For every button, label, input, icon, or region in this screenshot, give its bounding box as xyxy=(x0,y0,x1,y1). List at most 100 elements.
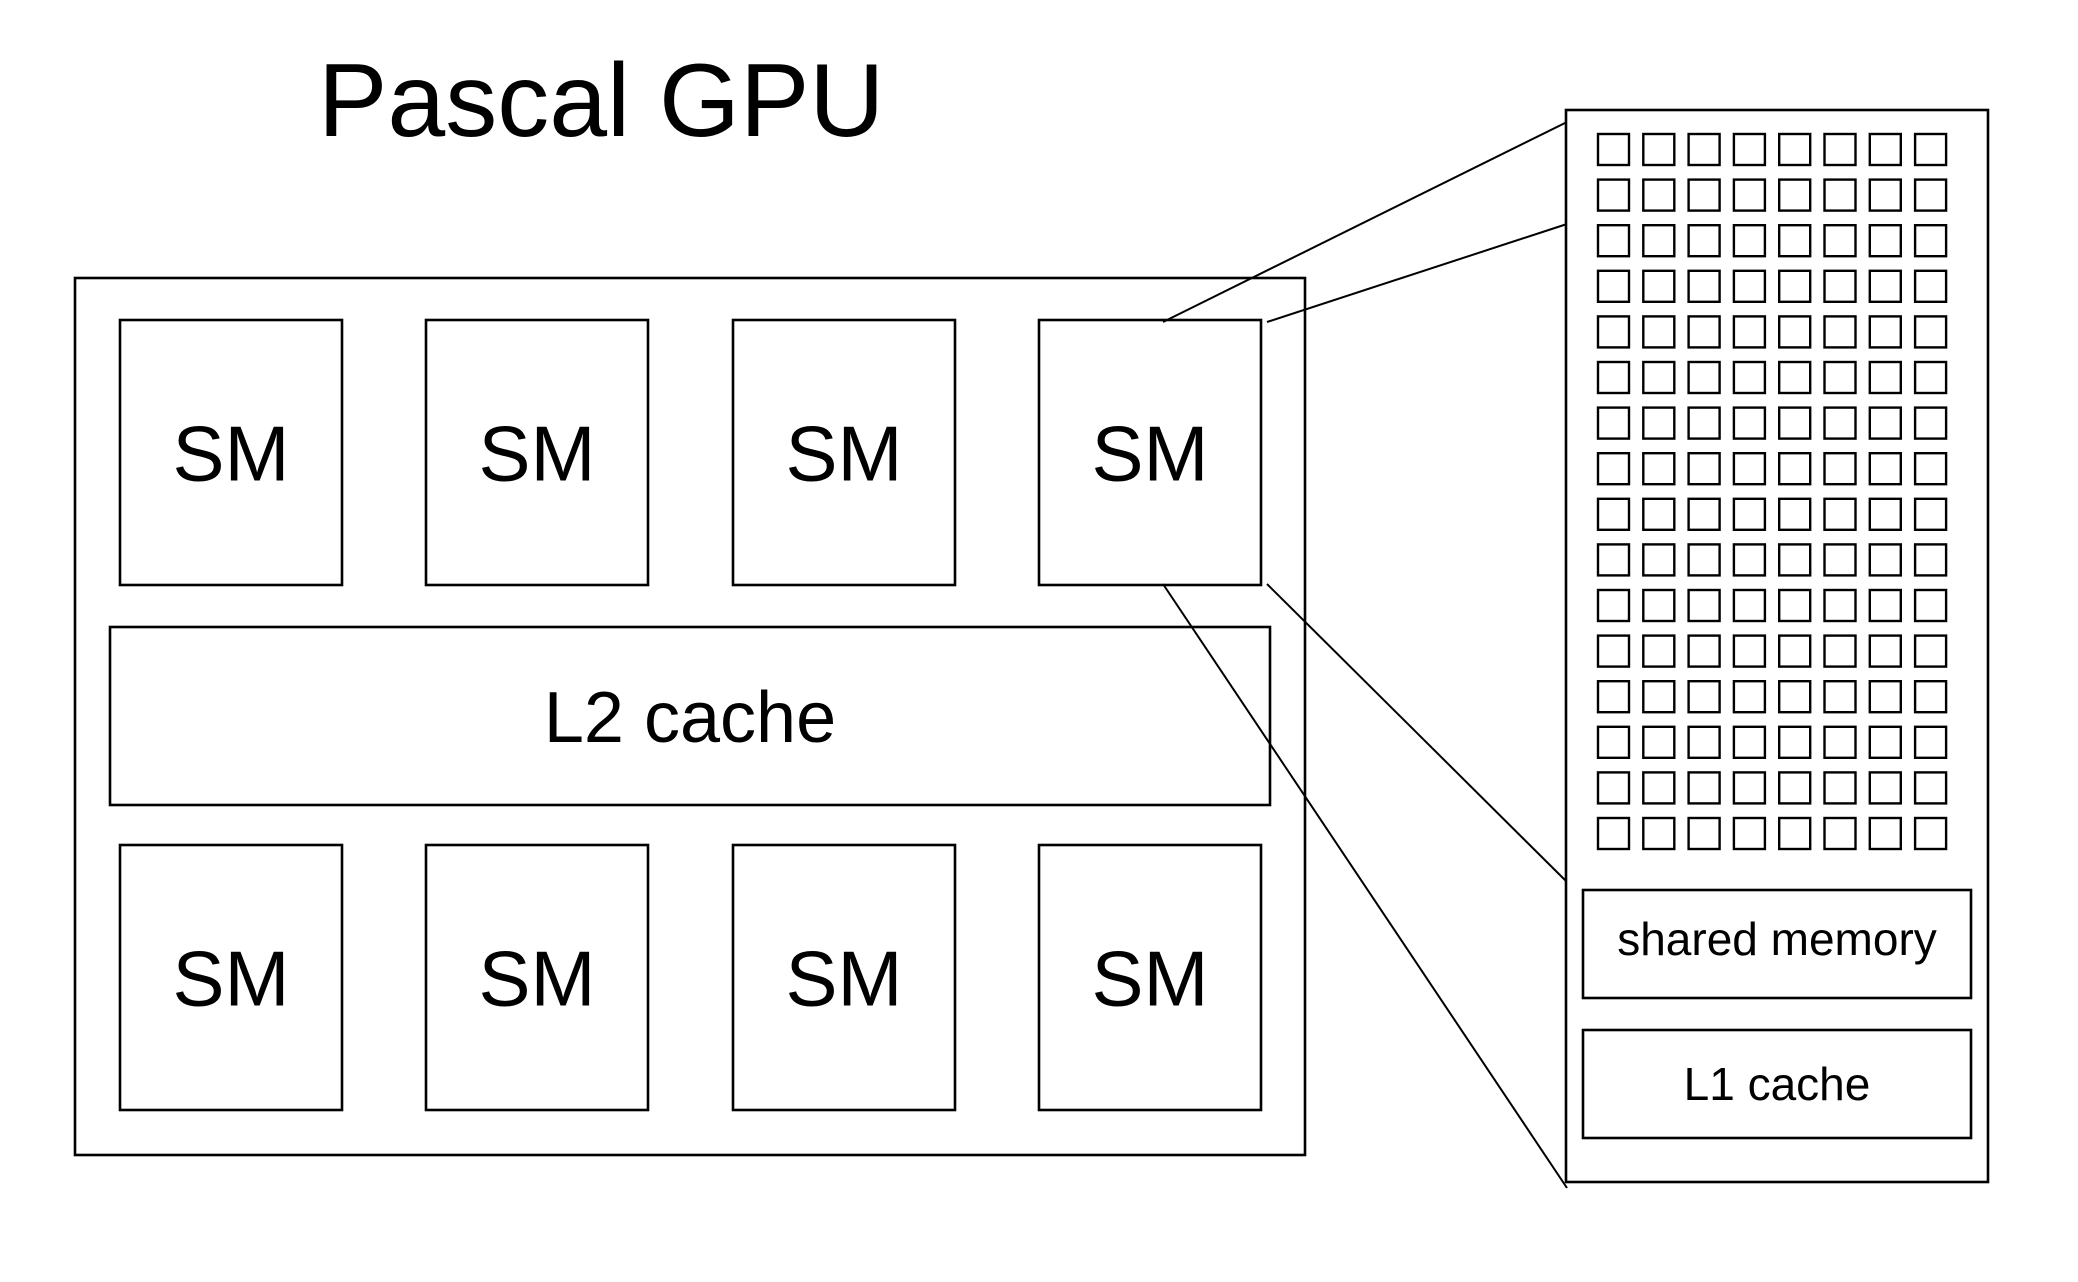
sm-box xyxy=(1037,318,1263,587)
core-cell xyxy=(1642,588,1676,623)
core-cell xyxy=(1596,269,1631,303)
core-cell xyxy=(1642,223,1676,258)
core-cell xyxy=(1687,178,1721,212)
sm-label: SM xyxy=(173,410,290,498)
core-cell xyxy=(1642,452,1676,486)
l1-cache-label: L1 cache xyxy=(1684,1058,1871,1110)
core-cell xyxy=(1823,816,1857,851)
core-cell xyxy=(1687,816,1721,851)
core-cell xyxy=(1777,269,1812,303)
core-cell xyxy=(1913,406,1948,440)
core-cell xyxy=(1777,634,1812,668)
sm-block-top-3: SM xyxy=(731,318,957,587)
sm-box xyxy=(731,843,957,1112)
core-cell xyxy=(1596,315,1631,349)
core-cell xyxy=(1687,132,1721,167)
core-cell xyxy=(1732,223,1767,258)
core-cell xyxy=(1642,132,1676,167)
core-cell xyxy=(1687,725,1721,759)
core-cell xyxy=(1687,269,1721,303)
core-cell xyxy=(1868,178,1903,212)
core-cell xyxy=(1642,634,1676,668)
core-cell xyxy=(1868,588,1903,623)
core-cell xyxy=(1642,680,1676,714)
core-cell xyxy=(1732,406,1767,440)
core-cell xyxy=(1868,315,1903,349)
core-cell xyxy=(1642,269,1676,303)
core-cell xyxy=(1868,816,1903,851)
sm-block-top-2: SM xyxy=(424,318,650,587)
core-cell xyxy=(1596,771,1631,805)
core-cell xyxy=(1823,360,1857,395)
core-cell xyxy=(1823,132,1857,167)
sm-block-bottom-1: SM xyxy=(118,843,344,1112)
core-cell xyxy=(1868,634,1903,668)
core-cell xyxy=(1687,497,1721,531)
core-cell xyxy=(1823,406,1857,440)
core-cell xyxy=(1913,680,1948,714)
core-cell xyxy=(1913,725,1948,759)
core-cell xyxy=(1687,588,1721,623)
sm-label: SM xyxy=(479,410,596,498)
core-cell xyxy=(1823,452,1857,486)
sm-box xyxy=(424,318,650,587)
core-cell xyxy=(1777,816,1812,851)
core-cell xyxy=(1913,178,1948,212)
sm-box xyxy=(424,843,650,1112)
core-cell xyxy=(1596,497,1631,531)
sm-label: SM xyxy=(786,935,903,1023)
core-cell xyxy=(1687,223,1721,258)
core-cell xyxy=(1687,771,1721,805)
sm-box xyxy=(731,318,957,587)
core-cell xyxy=(1913,588,1948,623)
core-cell xyxy=(1732,771,1767,805)
core-cell xyxy=(1596,360,1631,395)
core-cell xyxy=(1596,132,1631,167)
core-cell xyxy=(1732,315,1767,349)
core-cell xyxy=(1596,178,1631,212)
core-cell xyxy=(1823,223,1857,258)
core-cell xyxy=(1777,315,1812,349)
core-cell xyxy=(1642,497,1676,531)
l2-cache-box xyxy=(108,625,1272,807)
l1-cache-block: L1 cache xyxy=(1581,1028,1973,1140)
core-cell xyxy=(1777,178,1812,212)
core-cell xyxy=(1823,497,1857,531)
core-cell xyxy=(1913,497,1948,531)
core-cell xyxy=(1777,497,1812,531)
core-cell xyxy=(1642,725,1676,759)
core-cell xyxy=(1868,360,1903,395)
sm-block-top-4: SM xyxy=(1037,318,1263,587)
core-cell xyxy=(1732,634,1767,668)
sm-label: SM xyxy=(786,410,903,498)
core-cell xyxy=(1913,543,1948,577)
core-cell xyxy=(1777,452,1812,486)
core-cell xyxy=(1868,725,1903,759)
core-cell xyxy=(1913,816,1948,851)
core-cell xyxy=(1777,543,1812,577)
core-cell xyxy=(1687,360,1721,395)
core-cell xyxy=(1596,406,1631,440)
core-cell xyxy=(1732,816,1767,851)
sm-label: SM xyxy=(1092,935,1209,1023)
sm-label: SM xyxy=(479,935,596,1023)
core-cell xyxy=(1777,223,1812,258)
core-cell xyxy=(1868,771,1903,805)
core-cell xyxy=(1642,406,1676,440)
core-cell xyxy=(1868,406,1903,440)
core-cell xyxy=(1823,588,1857,623)
core-cell xyxy=(1913,771,1948,805)
l2-cache-block: L2 cache xyxy=(108,625,1272,807)
sm-block-bottom-4: SM xyxy=(1037,843,1263,1112)
diagram-title: Pascal GPU xyxy=(318,43,884,159)
core-cell xyxy=(1642,771,1676,805)
core-cell xyxy=(1596,588,1631,623)
core-cell xyxy=(1642,315,1676,349)
core-cell xyxy=(1732,497,1767,531)
zoom-connectors xyxy=(1162,121,1568,1189)
sm-box xyxy=(118,843,344,1112)
core-cell xyxy=(1732,269,1767,303)
sm-label: SM xyxy=(173,935,290,1023)
core-cell xyxy=(1777,132,1812,167)
core-cell xyxy=(1823,269,1857,303)
